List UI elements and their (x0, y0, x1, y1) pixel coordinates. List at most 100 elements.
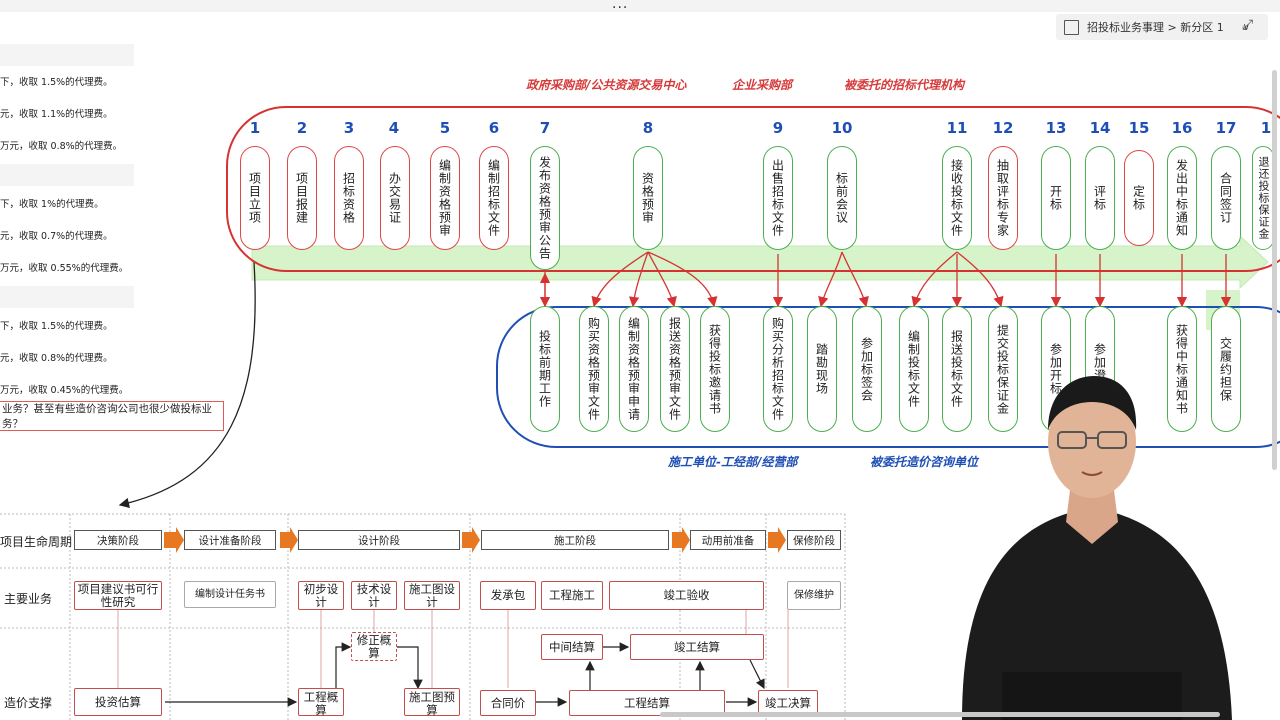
cost-project-settlement[interactable]: 工程结算 (569, 690, 725, 716)
stage-warranty: 保修阶段 (787, 530, 841, 550)
step-award-decision[interactable]: 定标 (1124, 150, 1154, 246)
step-pre-bid-meeting[interactable]: 标前会议 (827, 146, 857, 250)
header-enterprise: 企业采购部 (732, 78, 793, 92)
step-tender-qualification[interactable]: 招标资格 (334, 146, 364, 250)
step-contract-signing[interactable]: 合同签订 (1211, 146, 1241, 250)
bidder-step[interactable]: 编制资格预审申请 (619, 306, 649, 432)
step-number: 9 (772, 119, 784, 137)
note-line: 元，收取 0.8%的代理费。 (0, 353, 113, 364)
step-number: 17 (1215, 119, 1237, 137)
step-number: 1 (249, 119, 261, 137)
tender-process-band (226, 106, 1280, 272)
cost-revised-estimate[interactable]: 修正概算 (351, 632, 397, 661)
cost-design-estimate[interactable]: 工程概算 (298, 688, 344, 717)
note-line: 万元，收取 0.8%的代理费。 (0, 141, 123, 152)
breadcrumb-text: 招投标业务事理 > 新分区 1 (1087, 21, 1224, 34)
bidder-step[interactable]: 踏勘现场 (807, 306, 837, 432)
step-number: 13 (1045, 119, 1067, 137)
step-number: 6 (488, 119, 500, 137)
biz-completion-acceptance[interactable]: 竣工验收 (609, 581, 764, 610)
vertical-scrollbar[interactable] (1272, 70, 1277, 470)
bidder-step[interactable]: 提交投标保证金 (988, 306, 1018, 432)
biz-construction-drawing[interactable]: 施工图设计 (404, 581, 460, 610)
cost-final-settlement[interactable]: 竣工结算 (630, 634, 764, 660)
step-number: 7 (539, 119, 551, 137)
cost-drawing-budget[interactable]: 施工图预算 (404, 688, 460, 717)
step-number: 1 (1260, 119, 1272, 137)
biz-preliminary-design[interactable]: 初步设计 (298, 581, 344, 610)
stage-design-prep: 设计准备阶段 (184, 530, 276, 550)
note-header-1 (0, 44, 134, 66)
bidder-step[interactable]: 报送投标文件 (942, 306, 972, 432)
step-project-registration[interactable]: 项目报建 (287, 146, 317, 250)
bidder-process-band (496, 306, 1280, 448)
step-prequal-review[interactable]: 资格预审 (633, 146, 663, 250)
header-cost-consultant: 被委托造价咨询单位 (870, 455, 979, 469)
stage-pre-operation: 动用前准备 (690, 530, 766, 550)
cost-interim-settlement[interactable]: 中间结算 (541, 634, 603, 660)
step-award-notice[interactable]: 发出中标通知 (1167, 146, 1197, 250)
step-bid-evaluation[interactable]: 评标 (1085, 146, 1115, 250)
step-receive-bids[interactable]: 接收投标文件 (942, 146, 972, 250)
step-bid-opening[interactable]: 开标 (1041, 146, 1071, 250)
note-header-2 (0, 164, 134, 186)
note-line: 下，收取 1.5%的代理费。 (0, 321, 113, 332)
step-prequal-preparation[interactable]: 编制资格预审 (430, 146, 460, 250)
header-contractor: 施工单位-工经部/经营部 (668, 455, 798, 469)
cost-final-accounts[interactable]: 竣工决算 (758, 690, 818, 716)
step-refund-deposit[interactable]: 退还投标保证金 (1252, 146, 1274, 250)
row-label-business: 主要业务 (4, 592, 53, 606)
note-line: 万元，收取 0.45%的代理费。 (0, 385, 129, 396)
step-prequal-announcement[interactable]: 发布资格预审公告 (530, 146, 560, 270)
bidder-step[interactable]: 报送资格预审文件 (660, 306, 690, 432)
step-number: 16 (1171, 119, 1193, 137)
step-number: 11 (946, 119, 968, 137)
note-line: 元，收取 0.7%的代理费。 (0, 231, 113, 242)
note-line: 下，收取 1.5%的代理费。 (0, 77, 113, 88)
cost-investment-estimate[interactable]: 投资估算 (74, 688, 162, 716)
biz-warranty-maintenance[interactable]: 保修维护 (787, 581, 841, 610)
step-sell-tender-docs[interactable]: 出售招标文件 (763, 146, 793, 250)
presenter-video (962, 376, 1232, 720)
cost-contract-price[interactable]: 合同价 (480, 690, 536, 716)
bidder-step[interactable]: 购买资格预审文件 (579, 306, 609, 432)
step-number: 4 (388, 119, 400, 137)
bidder-step[interactable]: 参加标签会 (852, 306, 882, 432)
expand-icon[interactable]: ⤢ (1242, 17, 1254, 33)
biz-construction[interactable]: 工程施工 (541, 581, 603, 610)
note-line: 万元，收取 0.55%的代理费。 (0, 263, 129, 274)
step-number: 5 (439, 119, 451, 137)
stage-decision: 决策阶段 (74, 530, 162, 550)
step-number: 12 (992, 119, 1014, 137)
biz-design-brief[interactable]: 编制设计任务书 (184, 581, 276, 608)
step-transaction-permit[interactable]: 办交易证 (380, 146, 410, 250)
bidder-step[interactable]: 购买分析招标文件 (763, 306, 793, 432)
biz-feasibility[interactable]: 项目建议书可行性研究 (74, 581, 162, 610)
biz-technical-design[interactable]: 技术设计 (351, 581, 397, 610)
horizontal-scrollbar[interactable] (660, 712, 1220, 717)
more-options-icon[interactable]: ··· (612, 0, 629, 16)
bidder-step[interactable]: 交履约担保 (1211, 306, 1241, 432)
row-label-lifecycle: 项目生命周期 (0, 535, 73, 549)
page-icon (1064, 19, 1079, 35)
step-number: 10 (831, 119, 853, 137)
biz-contracting[interactable]: 发承包 (480, 581, 536, 610)
step-project-approval[interactable]: 项目立项 (240, 146, 270, 250)
header-agency: 被委托的招标代理机构 (844, 78, 965, 92)
bidder-step[interactable]: 获得中标通知书 (1167, 306, 1197, 432)
breadcrumb[interactable]: 招投标业务事理 > 新分区 1 ∨ (1056, 14, 1268, 40)
stage-construction: 施工阶段 (481, 530, 669, 550)
bidder-step[interactable]: 获得投标邀请书 (700, 306, 730, 432)
header-government: 政府采购部/公共资源交易中心 (526, 78, 687, 92)
step-tender-documents[interactable]: 编制招标文件 (479, 146, 509, 250)
bidder-step[interactable]: 编制投标文件 (899, 306, 929, 432)
step-number: 8 (642, 119, 654, 137)
chevron-down-icon[interactable]: ∨ (1242, 21, 1250, 33)
note-line: 元，收取 1.1%的代理费。 (0, 109, 113, 120)
question-box: 业务？甚至有些造价咨询公司也很少做投标业务？ (0, 401, 224, 431)
step-select-experts[interactable]: 抽取评标专家 (988, 146, 1018, 250)
bidder-step[interactable]: 投标前期工作 (530, 306, 560, 432)
row-label-cost: 造价支撑 (4, 696, 53, 710)
step-number: 15 (1128, 119, 1150, 137)
